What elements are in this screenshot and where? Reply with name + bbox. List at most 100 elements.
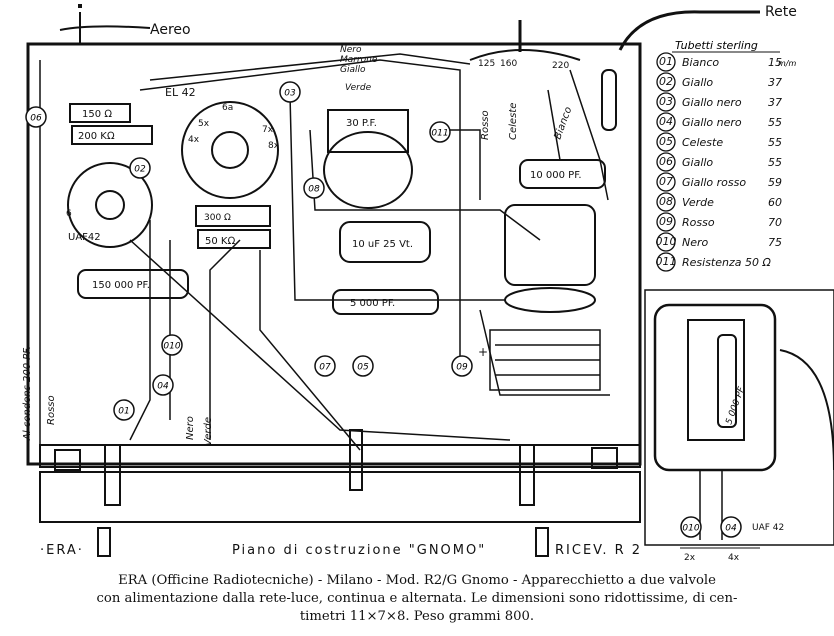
legend-value: 55 [768, 116, 782, 129]
legend-name: Celeste [682, 136, 723, 149]
legend-number: 06 [659, 155, 673, 168]
legend-number: 04 [659, 115, 673, 128]
coil-assembly [504, 204, 596, 286]
cap-5000pf [332, 289, 439, 315]
wire-tag-011: 011 [429, 121, 451, 143]
legend-name: Nero [682, 236, 709, 249]
label-giallo-wire: Giallo [340, 65, 366, 75]
detail-inset-frame [644, 289, 834, 546]
caption-line-3: timetri 11×7×8. Peso grammi 800. [299, 609, 535, 624]
wire-tag-010: 010 [680, 516, 702, 538]
res-300 [195, 205, 271, 227]
legend-value: 75 [768, 236, 782, 249]
label-c10uf: 10 uF 25 Vt. [352, 239, 413, 250]
label-c10000: 10 000 PF. [530, 170, 582, 181]
figure-caption: ERA (Officine Radiotecniche) - Milano - … [10, 572, 824, 626]
label-pin-4x: 4x [188, 135, 200, 145]
legend-name: Rosso [682, 216, 715, 229]
res-150 [69, 103, 131, 123]
wire-tag-02: 02 [129, 157, 151, 179]
wire-tag-03: 03 [279, 81, 301, 103]
wire-tag-label: 04 [157, 382, 169, 392]
res-50k [197, 229, 271, 249]
label-c5000: 5 000 PF. [350, 298, 395, 309]
label-r50k: 50 KΩ [205, 236, 235, 247]
wire-tag-06: 06 [25, 106, 47, 128]
legend-value: 70 [768, 216, 782, 229]
label-pin-5x: 5x [198, 119, 210, 129]
label-nero-bottom: Nero [185, 416, 196, 440]
label-c30pf: 30 P.F. [346, 118, 377, 129]
label-rosso-vert: Rosso [480, 110, 491, 140]
legend-name: Resistenza 50 Ω [682, 256, 771, 269]
legend-value: 60 [768, 196, 782, 209]
legend-name: Giallo rosso [682, 176, 746, 189]
cap-150000pf [77, 269, 189, 299]
legend-number: 05 [659, 135, 673, 148]
legend-name: Bianco [682, 56, 719, 69]
label-c150000: 150 000 PF. [92, 280, 150, 291]
legend-name: Giallo nero [682, 116, 742, 129]
legend-row: 04 Giallo nero 55 [656, 112, 782, 132]
label-verde-wire: Verde [345, 83, 372, 93]
mains-lead [618, 10, 760, 51]
wire-tag-label: 010 [163, 342, 180, 352]
legend-value: 37 [768, 96, 782, 109]
label-plus: + [478, 345, 488, 359]
wire-tag-07: 07 [314, 355, 336, 377]
label-pin-6: 6 [66, 209, 72, 219]
wire-tag-04: 04 [152, 374, 174, 396]
wire-tag-04: 04 [720, 516, 742, 538]
label-bianco-vert: Bianco [552, 106, 574, 141]
label-rete: Rete [765, 4, 797, 20]
label-dim-4x: 4x [728, 553, 740, 563]
label-alcondens: Al condens 200 PF. [22, 346, 33, 441]
wire-tag-05: 05 [352, 355, 374, 377]
label-rosso-left: Rosso [46, 395, 57, 425]
legend-name: Giallo nero [682, 96, 742, 109]
wire-tag-label: 05 [357, 363, 369, 373]
label-nero-wire: Nero [340, 45, 362, 55]
wire-tag-group: 06 02 03 08 011 010 04 01 07 05 09 010 04 [25, 81, 742, 538]
label-r200k: 200 KΩ [78, 131, 115, 142]
wire-tag-label: 08 [308, 185, 320, 195]
legend-number: 02 [659, 75, 673, 88]
caption-line-1: ERA (Officine Radiotecniche) - Milano - … [118, 573, 716, 588]
wire-tag-label: 010 [682, 524, 699, 534]
label-pin-7x: 7x [262, 125, 274, 135]
legend-value: 15 [768, 56, 782, 69]
wire-tag-label: 09 [456, 363, 468, 373]
legend-number: 07 [659, 175, 673, 188]
base-board [39, 444, 641, 468]
label-volt-125: 125 [478, 59, 495, 69]
wire-tag-01: 01 [113, 399, 135, 421]
wire-tag-label: 06 [30, 114, 42, 124]
label-marrone-wire: Marrone [340, 55, 378, 65]
wire-tag-label: 04 [725, 524, 737, 534]
label-dim-2x: 2x [684, 553, 696, 563]
footer-ricev: RICEV. R 2 [555, 543, 642, 558]
legend-number: 01 [659, 55, 673, 68]
valve-el42 [181, 101, 279, 199]
voltage-selector [469, 49, 581, 61]
label-aereo: Aereo [150, 22, 191, 38]
caption-line-2: con alimentazione dalla rete-luce, conti… [96, 591, 738, 606]
label-pin-6a: 6a [222, 103, 233, 113]
legend-title: Tubetti sterling [675, 39, 758, 52]
wire-tag-08: 08 [303, 177, 325, 199]
legend-number: 011 [656, 255, 677, 268]
legend-name: Verde [682, 196, 714, 209]
legend-value: 55 [768, 136, 782, 149]
label-volt-160: 160 [500, 59, 517, 69]
legend-row: 09 Rosso 70 [656, 212, 782, 232]
antenna-lead [59, 12, 151, 44]
legend-row: 011 Resistenza 50 Ω [656, 252, 771, 272]
legend-number: 010 [656, 235, 677, 248]
cap-10000pf [519, 159, 606, 189]
legend-number: 09 [659, 215, 673, 228]
legend-name: Giallo [682, 76, 713, 89]
